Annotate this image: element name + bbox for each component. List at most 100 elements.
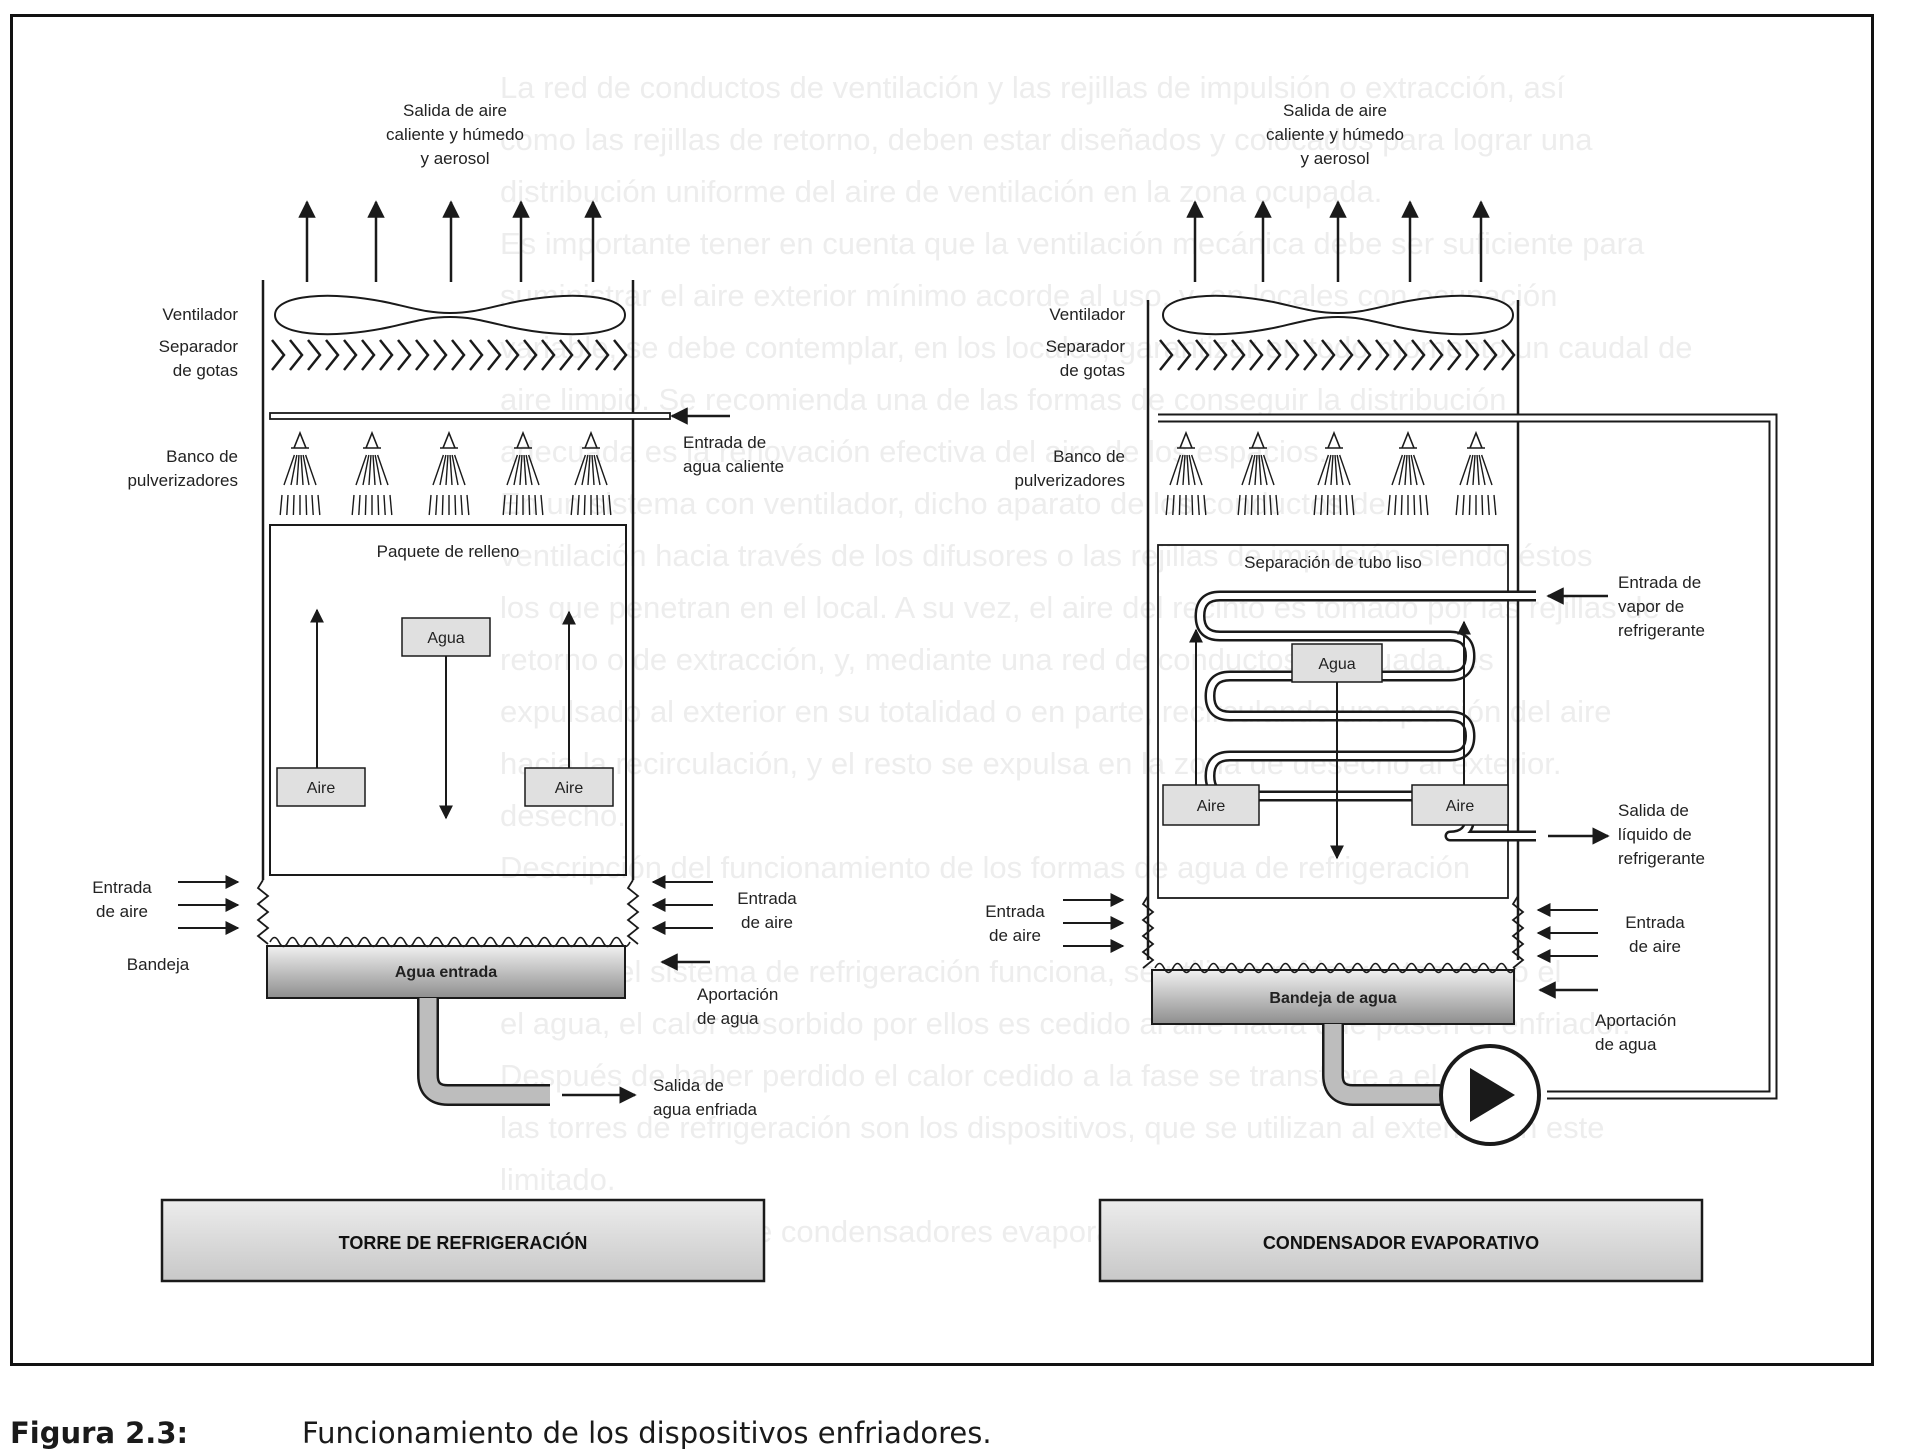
separator-chevron <box>505 339 520 371</box>
separator-chevron <box>1285 339 1300 371</box>
spray-droplet-line <box>1387 494 1391 516</box>
spray-droplet-line <box>540 494 544 516</box>
spray-droplet-line <box>528 494 531 516</box>
spray-droplet-line <box>377 494 380 516</box>
spray-droplet-line <box>1190 454 1203 486</box>
water-surface <box>1154 962 1516 974</box>
spray-droplet-line <box>466 494 470 516</box>
separator-chevron <box>1411 339 1426 371</box>
spray-droplet-line <box>372 454 376 486</box>
spray-droplet-line <box>1398 454 1406 486</box>
spray-droplet-line <box>1326 494 1329 516</box>
spray-droplet-line <box>300 454 304 486</box>
spray-droplet-line <box>1466 454 1474 486</box>
spray-droplet-line <box>1188 454 1196 486</box>
spray-droplet-line <box>1237 494 1241 516</box>
spray-droplet-line <box>1313 494 1317 516</box>
separator-label-line2: de gotas <box>1060 361 1125 380</box>
spray-droplet-line <box>1178 494 1181 516</box>
outlet-label-line1: Salida de <box>653 1076 724 1095</box>
cold-water-pipe <box>417 998 550 1106</box>
spray-droplet-line <box>1345 494 1348 516</box>
separator-label-line1: Separador <box>1046 337 1126 356</box>
hot-water-label-line1: Entrada de <box>683 433 766 452</box>
separator-chevron <box>289 339 304 371</box>
figure-caption-text: Funcionamiento de los dispositivos enfri… <box>302 1416 992 1450</box>
separator-chevron <box>1213 339 1228 371</box>
spray-droplet-line <box>577 494 580 516</box>
spray-droplet-line <box>570 494 574 516</box>
separator-chevron <box>613 339 628 371</box>
pump-direction-icon <box>1470 1068 1515 1122</box>
air-box-right <box>1411 784 1509 826</box>
spray-droplet-line <box>509 494 512 516</box>
spray-droplet-line <box>1480 454 1493 486</box>
fill-pack-label: Paquete de relleno <box>377 542 520 561</box>
spray-droplet-line <box>596 494 599 516</box>
separator-chevron <box>1339 339 1354 371</box>
spray-droplet-line <box>1487 494 1490 516</box>
spray-droplet-line <box>362 454 370 486</box>
air-in-right-label-line2: de aire <box>741 913 793 932</box>
separator-chevron <box>379 339 394 371</box>
spray-droplet-line <box>1191 494 1194 516</box>
spray-droplet-line <box>1176 454 1184 486</box>
water-box-label: Agua <box>1318 656 1355 673</box>
spray-droplet-line <box>292 494 295 516</box>
separator-chevron <box>1159 339 1174 371</box>
air-box-left <box>276 767 366 807</box>
sprayer-nozzle-icon <box>514 430 532 449</box>
spray-pipe <box>269 412 671 420</box>
spray-droplet-line <box>364 494 367 516</box>
spray-droplet-line <box>595 454 608 486</box>
air-box-left-label: Aire <box>307 780 336 797</box>
spray-droplet-line <box>1339 494 1342 516</box>
separator-chevron <box>451 339 466 371</box>
makeup-label-line1: Aportación <box>697 985 778 1004</box>
separator-chevron <box>469 339 484 371</box>
spray-droplet-line <box>1419 494 1422 516</box>
separator-chevron <box>1483 339 1498 371</box>
spray-droplet-line <box>383 494 386 516</box>
spray-droplet-line <box>1413 494 1416 516</box>
spray-droplet-line <box>513 454 521 486</box>
spray-droplet-line <box>602 494 605 516</box>
air-inlet-louvers <box>1141 895 1525 969</box>
spray-droplet-line <box>1197 494 1200 516</box>
spray-droplet-line <box>1248 454 1256 486</box>
separator-chevron <box>1465 339 1480 371</box>
spray-droplet-line <box>1269 494 1272 516</box>
spray-droplet-line <box>351 494 355 516</box>
spray-droplet-line <box>1241 454 1254 486</box>
sprayer-nozzle-icon <box>1325 430 1343 449</box>
separator-chevron <box>307 339 322 371</box>
separator-chevron <box>1231 339 1246 371</box>
spray-droplet-line <box>1468 494 1471 516</box>
spray-droplet-line <box>1459 454 1472 486</box>
spray-droplet-line <box>574 454 587 486</box>
separator-chevron <box>1429 339 1444 371</box>
spray-droplet-line <box>358 494 361 516</box>
spray-droplet-line <box>1186 454 1190 486</box>
spray-droplet-line <box>449 454 453 486</box>
water-basin <box>1151 969 1515 1025</box>
separator-chevron <box>1501 339 1516 371</box>
spray-droplet-line <box>1263 494 1266 516</box>
separator-chevron <box>577 339 592 371</box>
separator-chevron <box>1321 339 1336 371</box>
air-box-right-label: Aire <box>555 780 584 797</box>
sprayer-nozzle-icon <box>1177 430 1195 449</box>
separator-chevron <box>343 339 358 371</box>
spray-droplet-line <box>1462 494 1465 516</box>
louver-slat <box>626 879 640 945</box>
vapor-in-label-line2: vapor de <box>1618 597 1684 616</box>
cooling-tower-title-box <box>160 1198 766 1283</box>
spray-droplet-line <box>302 454 310 486</box>
spray-droplet-line <box>515 494 518 516</box>
spray-droplet-line <box>1317 454 1330 486</box>
spray-droplet-line <box>317 494 321 516</box>
spray-droplet-line <box>527 454 540 486</box>
figure-caption-label: Figura 2.3: <box>10 1416 189 1450</box>
sprayer-bank <box>279 430 612 516</box>
spray-droplet-line <box>1334 454 1338 486</box>
